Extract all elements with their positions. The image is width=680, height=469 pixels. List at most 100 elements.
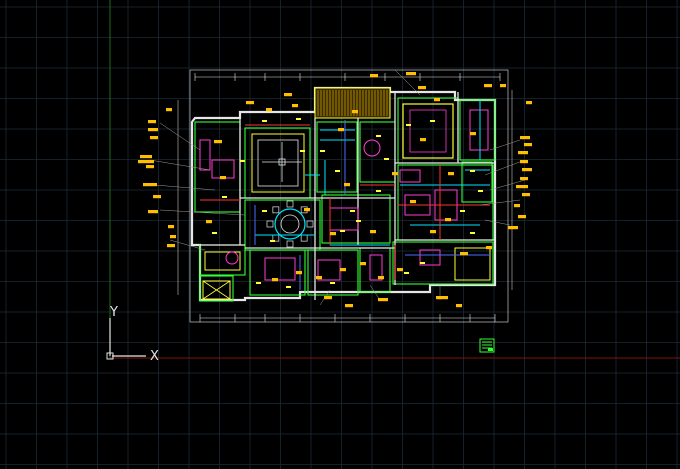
ceiling-frame xyxy=(251,133,305,193)
dining-chair xyxy=(272,206,280,214)
ucs-x-label: X xyxy=(150,349,159,364)
legend-block-icon[interactable] xyxy=(479,338,495,353)
room-outline xyxy=(316,121,358,193)
text-mark xyxy=(404,272,409,274)
annotation-tag xyxy=(514,204,520,208)
annotation-tag xyxy=(170,235,176,239)
leader-line xyxy=(149,159,211,171)
round-rug xyxy=(363,139,381,157)
ceiling-frame xyxy=(402,103,454,159)
dining-chair xyxy=(306,220,314,228)
room-outline xyxy=(307,249,359,296)
annotation-tag xyxy=(344,183,350,187)
annotation-tag xyxy=(148,210,158,214)
annotation-tag xyxy=(338,128,344,132)
text-mark xyxy=(222,196,227,198)
annotation-tag xyxy=(520,160,528,164)
leader-line xyxy=(369,284,381,301)
annotation-tag xyxy=(168,225,174,229)
annotation-tag xyxy=(148,128,158,132)
annotation-tag xyxy=(524,143,532,147)
annotation-tag xyxy=(370,74,378,78)
annotation-tag xyxy=(330,232,336,236)
leader-line xyxy=(159,122,201,151)
annotation-tag xyxy=(522,168,532,172)
annotation-tag xyxy=(520,177,528,181)
annotation-tag xyxy=(392,172,398,176)
text-mark xyxy=(335,170,340,172)
text-mark xyxy=(262,210,267,212)
annotation-tag xyxy=(214,140,222,144)
room-outline xyxy=(392,241,494,285)
furniture xyxy=(419,249,441,266)
annotation-tag xyxy=(360,262,366,266)
annotation-tag xyxy=(146,165,154,169)
sheet-border xyxy=(189,69,509,323)
dining-chair xyxy=(266,220,274,228)
room-outline xyxy=(249,249,306,296)
ucs-origin-box xyxy=(106,352,114,360)
annotation-tag xyxy=(316,276,322,280)
furniture xyxy=(264,257,296,281)
leader-line xyxy=(484,159,526,176)
room-outline xyxy=(459,99,496,161)
annotation-tag xyxy=(140,155,152,159)
annotation-tag xyxy=(518,151,528,155)
annotation-tag xyxy=(516,185,528,189)
text-mark xyxy=(330,282,335,284)
annotation-tag xyxy=(166,108,172,112)
room-outline xyxy=(461,161,493,203)
annotation-tag xyxy=(378,276,384,280)
text-mark xyxy=(300,150,305,152)
storage-block xyxy=(454,247,491,281)
annotation-tag xyxy=(296,271,302,275)
cabinet-block xyxy=(204,251,241,271)
text-mark xyxy=(470,232,475,234)
leader-line xyxy=(169,239,206,251)
ceiling-frame-inner xyxy=(409,109,447,153)
round-table xyxy=(225,251,239,265)
legend-block-frame xyxy=(479,338,495,353)
text-mark xyxy=(240,160,245,162)
annotation-tag xyxy=(148,120,156,124)
leader-line xyxy=(394,69,421,96)
text-mark xyxy=(320,150,325,152)
text-mark xyxy=(270,240,275,242)
elevator-shaft xyxy=(202,280,231,300)
annotation-tag xyxy=(484,84,492,88)
ucs-axis-icon: Y X xyxy=(106,305,159,364)
text-mark xyxy=(470,170,475,172)
leader-line xyxy=(159,209,246,216)
dining-chair xyxy=(286,200,294,208)
room-outline xyxy=(321,194,391,244)
annotation-tag xyxy=(206,220,212,224)
annotation-tag xyxy=(345,304,353,308)
cursor-pickbox xyxy=(278,158,286,166)
leader-line xyxy=(479,199,521,206)
annotation-tag xyxy=(456,304,462,308)
annotation-tag xyxy=(445,218,451,222)
annotation-tag xyxy=(370,230,376,234)
annotation-tag xyxy=(526,101,532,105)
floor-plan-drawing[interactable] xyxy=(138,69,532,323)
annotation-tag xyxy=(522,193,530,197)
annotation-tag xyxy=(246,101,254,105)
annotation-tag xyxy=(150,136,158,140)
annotation-tag xyxy=(406,72,416,76)
annotation-tag xyxy=(418,86,426,90)
leader-line xyxy=(489,179,526,191)
annotation-tag xyxy=(266,108,272,112)
annotation-tag xyxy=(430,230,436,234)
furniture xyxy=(469,109,489,151)
annotation-tag xyxy=(352,110,358,114)
annotation-tag xyxy=(500,84,506,88)
text-mark xyxy=(262,120,267,122)
annotation-tag xyxy=(520,136,530,140)
leader-line xyxy=(489,139,521,151)
legend-block-fill xyxy=(488,348,493,351)
annotation-tag xyxy=(138,160,154,164)
dining-chair xyxy=(286,240,294,248)
